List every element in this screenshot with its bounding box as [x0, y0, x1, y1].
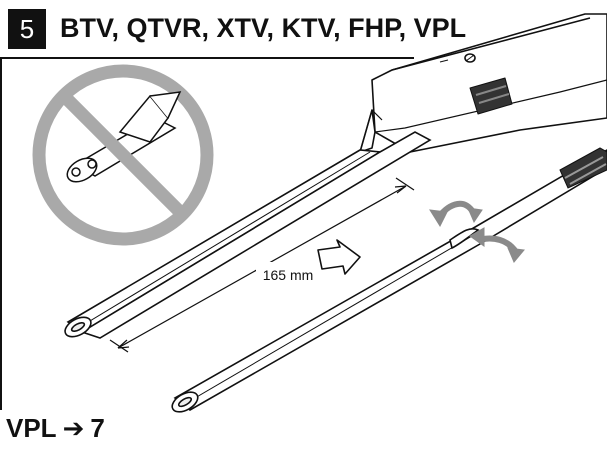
pull-direction-arrow — [317, 239, 361, 275]
step-header: 5 BTV, QTVR, XTV, KTV, FHP, VPL — [0, 0, 607, 58]
dimension-label: 165 mm — [263, 267, 314, 283]
step-title: BTV, QTVR, XTV, KTV, FHP, VPL — [60, 13, 467, 43]
footer-prefix: VPL — [6, 413, 57, 443]
dimension-label-bg — [256, 262, 320, 286]
right-arrow-icon: ➔ — [62, 414, 85, 444]
step-number-badge: 5 — [8, 9, 46, 49]
cable-upper — [64, 131, 432, 339]
footer-target-step: 7 — [90, 413, 105, 443]
cable-lower — [171, 147, 607, 413]
prohibition-icon — [32, 64, 214, 246]
footer-cross-reference: VPL➔7 — [6, 410, 105, 447]
peel-arrows — [429, 201, 525, 263]
left-border-rule — [0, 58, 2, 410]
header-rule — [0, 57, 414, 59]
